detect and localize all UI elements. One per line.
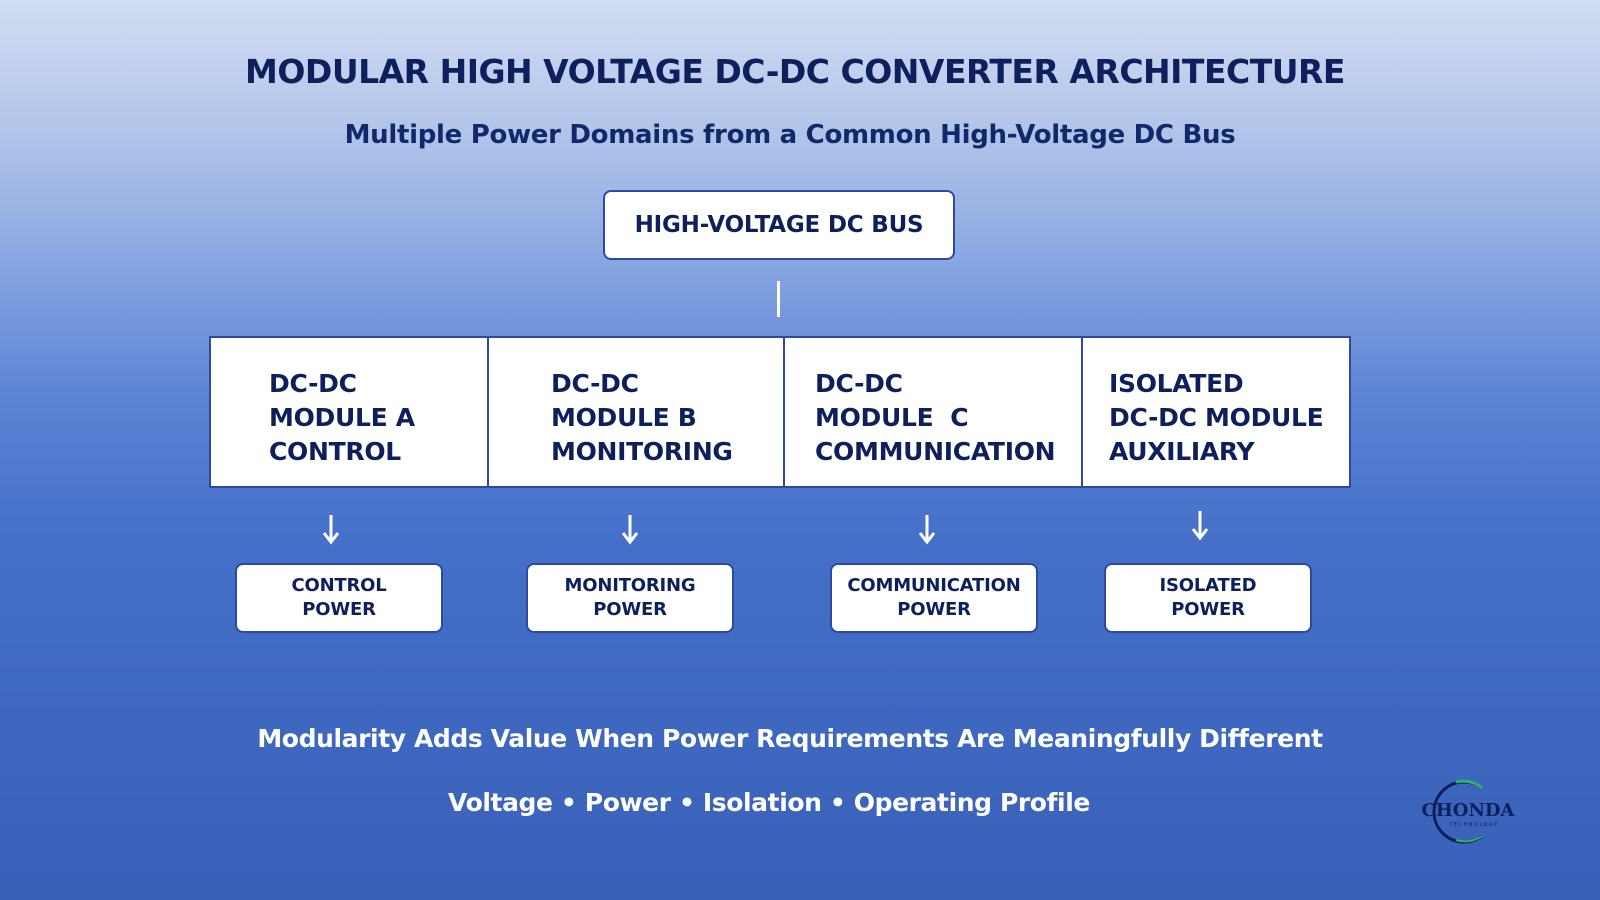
module-a-line-1: DC-DC xyxy=(269,369,357,398)
module-b-line-3: MONITORING xyxy=(551,437,733,466)
output-communication-line-1: COMMUNICATION xyxy=(847,575,1021,596)
output-monitoring-power: MONITORING POWER xyxy=(526,563,734,633)
output-communication-power: COMMUNICATION POWER xyxy=(830,563,1038,633)
bus-label: HIGH-VOLTAGE DC BUS xyxy=(634,212,924,238)
footer-attributes: Voltage • Power • Isolation • Operating … xyxy=(448,788,1090,817)
output-isolated-line-1: ISOLATED xyxy=(1159,575,1257,596)
module-b-line-2: MODULE B xyxy=(551,403,697,432)
output-isolated-line-2: POWER xyxy=(1171,599,1245,620)
output-communication-line-2: POWER xyxy=(897,599,971,620)
module-a-box: DC-DC MODULE A CONTROL xyxy=(211,338,487,486)
output-control-power: CONTROL POWER xyxy=(235,563,443,633)
diagram-title: MODULAR HIGH VOLTAGE DC-DC CONVERTER ARC… xyxy=(245,52,1345,91)
chonda-logo: CHONDA TECHNOLOGY xyxy=(1421,779,1516,844)
module-isolated-line-2: DC-DC MODULE xyxy=(1109,403,1324,432)
module-a-line-3: CONTROL xyxy=(269,437,401,466)
output-monitoring-line-2: POWER xyxy=(593,599,667,620)
arrow-down-icon xyxy=(1191,511,1209,541)
bus-connector-line xyxy=(777,281,780,317)
logo-tagline: TECHNOLOGY xyxy=(1448,822,1498,828)
module-c-line-1: DC-DC xyxy=(815,369,903,398)
logo-wordmark: CHONDA xyxy=(1421,800,1515,821)
module-c-box: DC-DC MODULE C COMMUNICATION xyxy=(783,338,1081,486)
module-a-line-2: MODULE A xyxy=(269,403,415,432)
module-b-box: DC-DC MODULE B MONITORING xyxy=(487,338,783,486)
module-b-line-1: DC-DC xyxy=(551,369,639,398)
module-c-line-3: COMMUNICATION xyxy=(815,437,1056,466)
arrow-down-icon xyxy=(621,515,639,545)
output-control-line-2: POWER xyxy=(302,599,376,620)
module-isolated-line-3: AUXILIARY xyxy=(1109,437,1255,466)
arrow-down-icon xyxy=(322,515,340,545)
module-row: DC-DC MODULE A CONTROL DC-DC MODULE B MO… xyxy=(209,336,1351,488)
output-monitoring-line-1: MONITORING xyxy=(564,575,696,596)
arrow-down-icon xyxy=(918,515,936,545)
high-voltage-dc-bus-box: HIGH-VOLTAGE DC BUS xyxy=(603,190,955,260)
output-isolated-power: ISOLATED POWER xyxy=(1104,563,1312,633)
module-isolated-box: ISOLATED DC-DC MODULE AUXILIARY xyxy=(1081,338,1349,486)
module-isolated-line-1: ISOLATED xyxy=(1109,369,1244,398)
output-control-line-1: CONTROL xyxy=(291,575,387,596)
diagram-subtitle: Multiple Power Domains from a Common Hig… xyxy=(344,120,1236,150)
module-c-line-2: MODULE C xyxy=(815,403,969,432)
footer-headline: Modularity Adds Value When Power Require… xyxy=(257,724,1323,753)
